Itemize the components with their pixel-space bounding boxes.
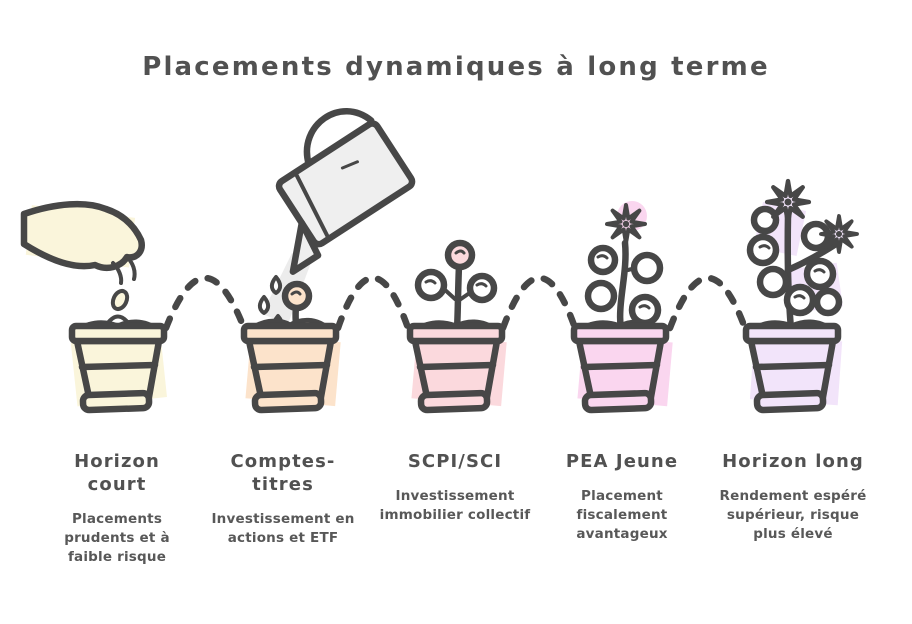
- stage-label-scpi-sci: SCPI/SCI Investissement immobilier colle…: [365, 450, 545, 525]
- stage-title: Comptes-titres: [230, 451, 336, 496]
- stage-subtitle: Investissement immobilier collectif: [379, 488, 531, 524]
- stage-title: Horizon long: [722, 451, 864, 472]
- stage-scpi-sci-illustration: [406, 239, 507, 414]
- seed-icon: [110, 288, 130, 312]
- connector-arc-2: [334, 275, 412, 332]
- flower-pot-icon: [240, 317, 341, 414]
- stage-label-horizon-court: Horizon court Placements prudents et à f…: [27, 450, 207, 568]
- growth-path-connector: [162, 274, 749, 332]
- stage-title: PEA Jeune: [565, 451, 679, 472]
- sprout-icon: [414, 239, 498, 334]
- stage-subtitle: Rendement espéré supérieur, risque plus …: [719, 488, 867, 543]
- seedling-icon: [281, 280, 313, 334]
- flower-pot-icon: [406, 319, 507, 414]
- stage-subtitle: Placement fiscalement avantageux: [576, 488, 668, 543]
- stage-pea-jeune-illustration: [570, 201, 673, 414]
- seed-hole: [105, 314, 131, 326]
- growth-illustration: [20, 108, 859, 414]
- stage-title: Horizon court: [74, 451, 160, 496]
- stage-subtitle: Placements prudents et à faible risque: [64, 511, 170, 566]
- watering-can-icon: [275, 108, 416, 275]
- stage-label-comptes-titres: Comptes-titres Investissement en actions…: [193, 450, 373, 548]
- connector-arc-3: [499, 275, 579, 332]
- blooming-plant-icon: [746, 178, 859, 334]
- stage-label-pea-jeune: PEA Jeune Placement fiscalement avantage…: [532, 450, 712, 545]
- stage-subtitle: Investissement en actions et ETF: [211, 511, 355, 547]
- stage-horizon-long-illustration: [742, 178, 859, 414]
- stage-label-horizon-long: Horizon long Rendement espéré supérieur,…: [703, 450, 883, 545]
- page-title: Placements dynamiques à long terme: [142, 52, 770, 82]
- connector-arc-1: [162, 274, 248, 332]
- stage-title: SCPI/SCI: [407, 451, 503, 472]
- connector-arc-4: [666, 275, 749, 332]
- flower-pot-icon: [68, 314, 168, 414]
- stage-horizon-court-illustration: [20, 200, 168, 414]
- stage-comptes-titres-illustration: [240, 108, 416, 414]
- flower-icon: [584, 201, 664, 334]
- flower-pot-icon: [742, 319, 843, 414]
- flower-pot-icon: [570, 319, 673, 414]
- hand-planting-seed-icon: [20, 200, 145, 285]
